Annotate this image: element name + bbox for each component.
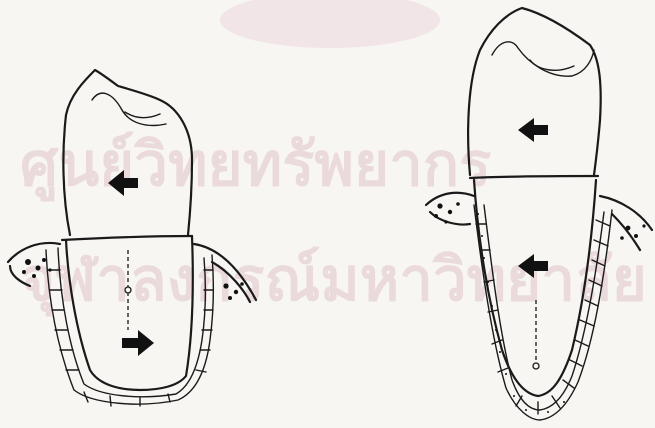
- watermark-line-2: จุฬาลงกรณ์มหาวิทยาลัย: [20, 245, 647, 317]
- watermark-seal: [220, 0, 440, 48]
- left-crown-groove: [125, 112, 160, 118]
- right-tooth: [426, 8, 652, 420]
- left-rotation-center: [125, 287, 131, 293]
- right-crown-groove: [530, 60, 574, 70]
- left-root-arrow-right-icon: [122, 330, 154, 356]
- right-crown-cusp: [492, 42, 594, 76]
- watermark: ศูนย์วิทยทรัพยากร จุฬาลงกรณ์มหาวิทยาลัย: [20, 0, 647, 317]
- left-tooth: [8, 70, 256, 406]
- watermark-line-1: ศูนย์วิทยทรัพยากร: [20, 130, 491, 202]
- right-cej-line: [470, 176, 598, 178]
- right-rotation-center: [533, 363, 539, 369]
- right-bone-particles-left: [434, 202, 460, 223]
- right-crown-arrow-left-icon: [518, 118, 548, 142]
- left-cej-line: [62, 236, 192, 240]
